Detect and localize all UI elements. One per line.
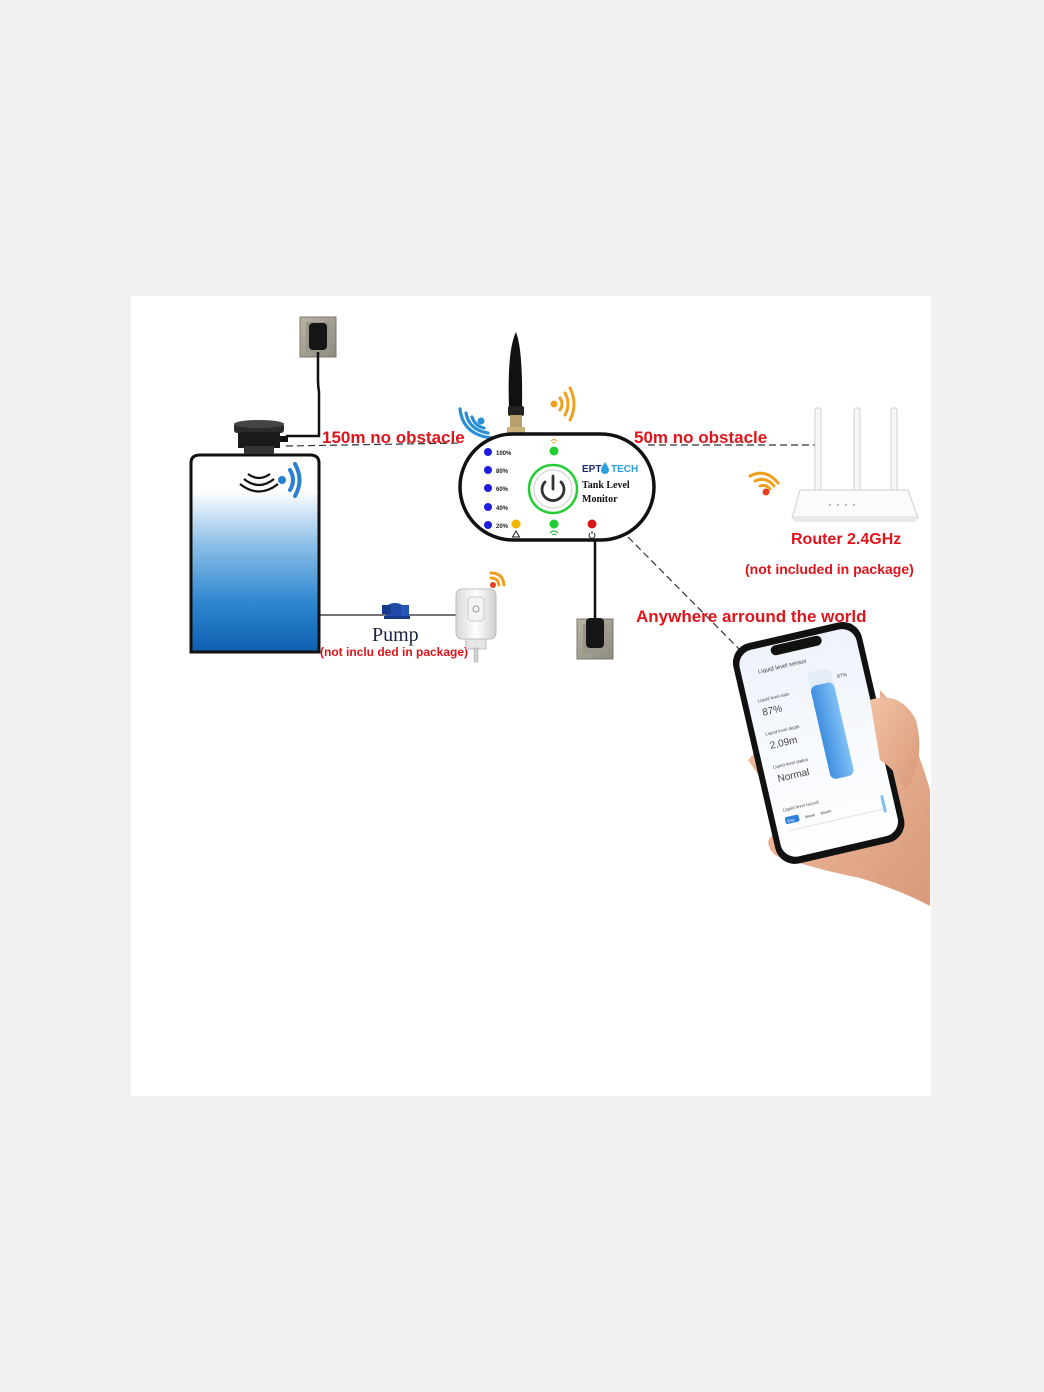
router-name-label: Router 2.4GHz [791,531,901,548]
wifi-signal-icon [748,471,780,496]
router-note-label: (not included in package) [745,561,914,577]
brand-left: EPT [582,464,601,475]
app-scrollbar[interactable] [880,795,887,813]
led-100 [484,448,492,456]
power-icon [588,531,596,539]
wall-socket-icon [576,618,614,660]
antenna [507,332,525,433]
smart-plug-icon [455,588,497,663]
sensor-range-label: 150m no obstacle [322,428,465,447]
water-drop-icon [601,462,609,474]
monitor-title-line1: Tank Level [582,480,630,491]
app-tab-day[interactable] [784,814,800,824]
power-button [527,463,579,515]
wifi-signal-icon [278,462,302,498]
pump-icon [382,603,410,619]
led-label-80: 80% [496,469,509,475]
app-level-value: 87% [761,703,783,718]
brand-right: TECH [611,464,638,475]
pump-label: Pump [372,624,419,646]
router-icon [791,407,919,522]
led-80 [484,466,492,474]
level-sensor [234,420,288,454]
app-divider [787,808,886,832]
led-20 [484,521,492,529]
app-tab-month[interactable]: Month [820,808,832,815]
level-bar-fill [811,682,854,779]
pump-note-label: (not inclu ded in package) [320,645,468,659]
led-label-60: 60% [496,487,509,493]
wifi-signal-icon [550,439,558,444]
power-led [587,519,597,529]
led-60 [484,484,492,492]
status-led-top [549,446,559,456]
wifi-signal-icon [458,407,494,440]
phone-link-line [627,536,746,656]
ultrasonic-wave-icon [239,473,279,493]
smartphone-icon: Liquid level sensor Liquid level ratio 8… [732,621,905,864]
warning-icon [511,530,521,538]
led-label-40: 40% [496,506,509,512]
led-40 [484,503,492,511]
wall-socket-icon [299,316,337,358]
monitor-title-line2: Monitor [582,494,618,505]
wifi-signal-icon [549,530,559,536]
level-indicator-leds: 100% 80% 60% 40% 20% [484,448,512,530]
router-range-label: 50m no obstacle [634,428,767,447]
water-tank [189,453,321,654]
warning-led [511,519,521,529]
thumb [870,697,920,790]
app-tab-day-label: Day [787,817,795,823]
wifi-led [549,519,559,529]
sensor-link-line [285,442,463,447]
app-bar-label: 87% [837,672,849,680]
wifi-signal-icon [489,571,506,588]
led-label-100: 100% [496,451,512,457]
wifi-signal-icon [550,386,576,422]
remote-access-label: Anywhere arround the world [636,607,866,626]
sensor-power-cable [286,352,321,438]
led-label-20: 20% [496,524,509,530]
app-tab-week[interactable]: Week [804,812,815,819]
